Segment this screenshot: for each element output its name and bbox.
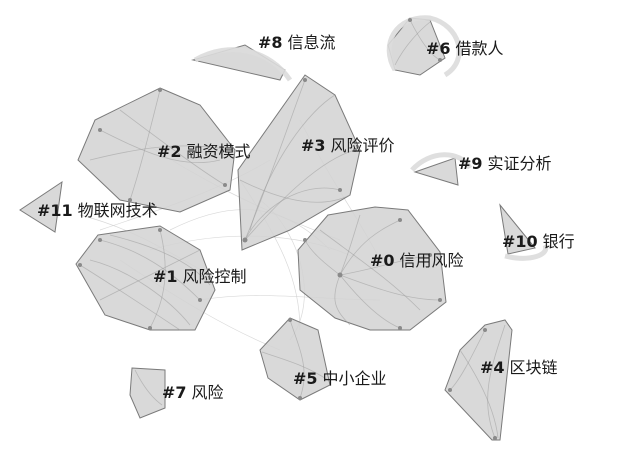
cluster-2 (77, 87, 236, 213)
cluster-11 (19, 180, 63, 233)
cluster-7 (129, 367, 166, 419)
cluster-5 (259, 317, 331, 401)
cluster-9-hull (413, 157, 459, 186)
cluster-1-hull (75, 225, 216, 331)
cluster-6 (386, 15, 462, 78)
cluster-3 (237, 74, 361, 251)
cluster-3-hull (237, 74, 361, 251)
cluster-1 (75, 225, 216, 331)
cluster-2-hull (77, 87, 236, 213)
cluster-9 (410, 152, 473, 186)
cluster-4 (444, 319, 513, 441)
cluster-0 (297, 206, 447, 331)
cluster-7-hull (129, 367, 166, 419)
cluster-8 (191, 44, 293, 82)
cluster-10-hull (499, 203, 536, 255)
cluster-11-hull (19, 180, 63, 233)
cluster-10 (499, 203, 549, 261)
